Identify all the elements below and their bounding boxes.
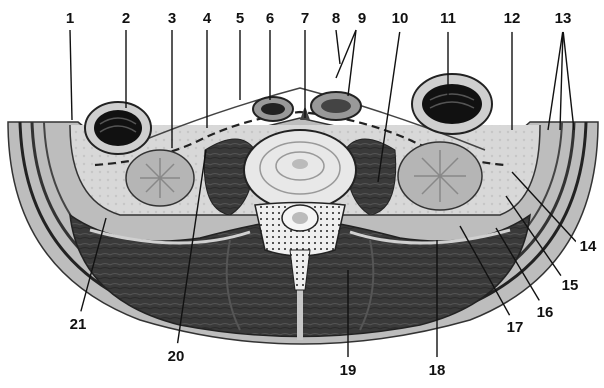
- right-colon: [412, 74, 492, 134]
- label-3: 3: [160, 6, 184, 30]
- svg-text:14: 14: [580, 238, 597, 255]
- label-11: 11: [434, 4, 462, 32]
- svg-text:2: 2: [122, 10, 130, 27]
- label-9: 9: [350, 6, 374, 30]
- label-15: 15: [557, 272, 583, 298]
- label-17: 17: [502, 314, 528, 340]
- svg-text:18: 18: [429, 362, 446, 379]
- label-8: 8: [324, 6, 348, 30]
- svg-text:9: 9: [358, 10, 366, 27]
- svg-text:12: 12: [504, 10, 521, 27]
- label-16: 16: [532, 299, 558, 325]
- label-7: 7: [293, 6, 317, 30]
- svg-text:7: 7: [301, 10, 309, 27]
- svg-text:16: 16: [537, 304, 554, 321]
- label-18: 18: [424, 357, 450, 383]
- svg-text:21: 21: [70, 316, 87, 333]
- svg-text:8: 8: [332, 10, 340, 27]
- label-1: 1: [58, 6, 82, 30]
- label-14: 14: [575, 233, 601, 259]
- left-colon: [85, 102, 151, 154]
- label-12: 12: [498, 4, 526, 32]
- svg-text:6: 6: [266, 10, 274, 27]
- svg-text:3: 3: [168, 10, 176, 27]
- svg-text:10: 10: [392, 10, 409, 27]
- svg-text:4: 4: [203, 10, 212, 27]
- svg-text:19: 19: [340, 362, 357, 379]
- label-5: 5: [228, 6, 252, 30]
- label-19: 19: [335, 357, 361, 383]
- label-21: 21: [65, 311, 91, 337]
- label-6: 6: [258, 6, 282, 30]
- label-20: 20: [163, 343, 189, 369]
- svg-text:20: 20: [168, 348, 185, 365]
- label-10: 10: [386, 4, 414, 32]
- svg-text:17: 17: [507, 319, 524, 336]
- svg-text:13: 13: [555, 10, 572, 27]
- svg-text:1: 1: [66, 10, 74, 27]
- label-4: 4: [195, 6, 219, 30]
- svg-text:15: 15: [562, 277, 579, 294]
- label-2: 2: [114, 6, 138, 30]
- vessels: [253, 92, 361, 121]
- svg-text:5: 5: [236, 10, 244, 27]
- svg-text:11: 11: [440, 10, 456, 27]
- label-13: 13: [549, 4, 577, 32]
